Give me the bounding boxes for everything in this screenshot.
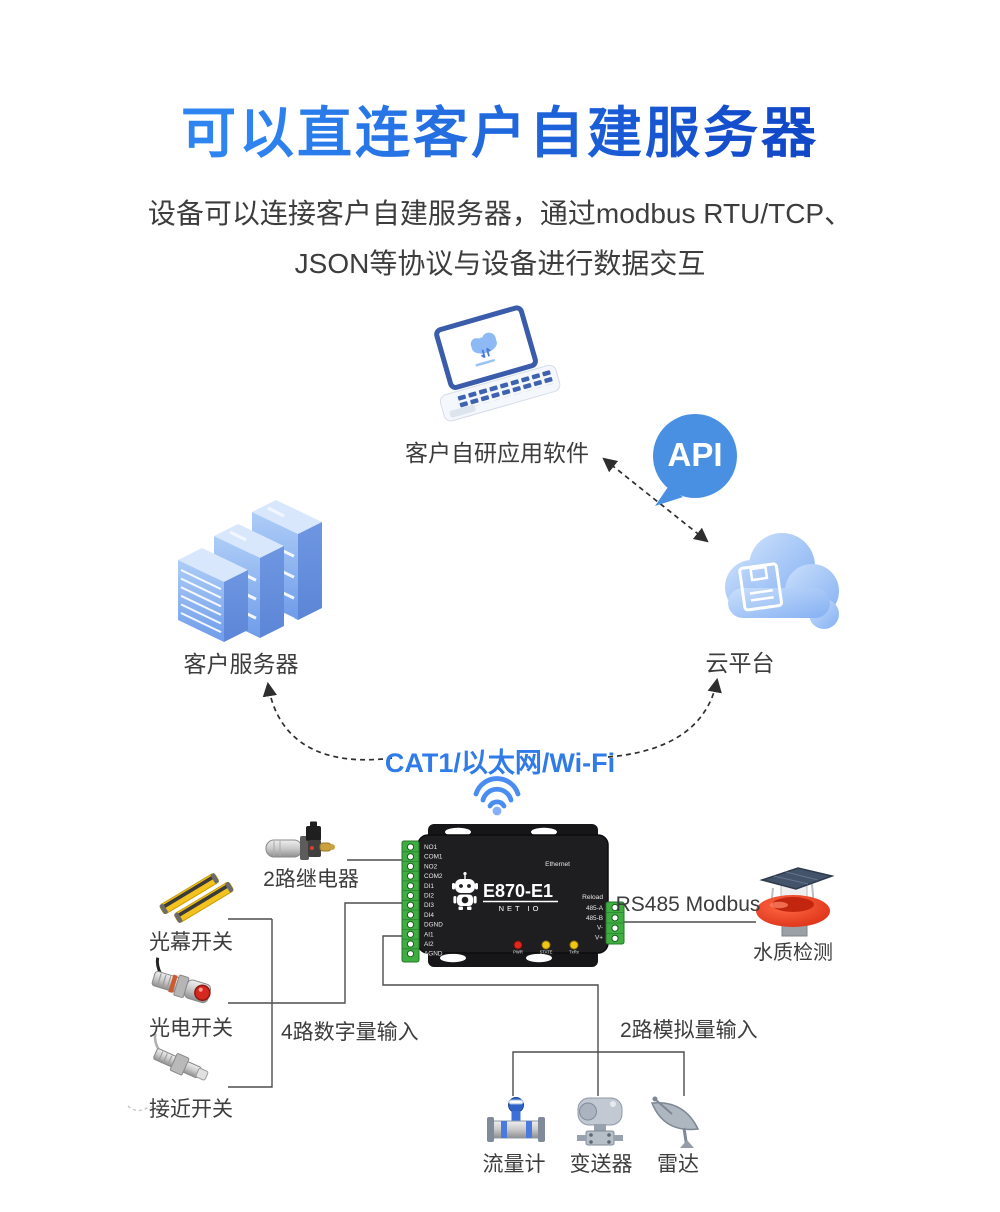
api-bubble <box>653 414 737 506</box>
light-curtain-label: 光幕开关 <box>149 931 233 954</box>
customer-server-label: 客户服务器 <box>183 651 299 677</box>
light-curtain-icon <box>159 873 234 923</box>
pin-label: V+ <box>595 934 603 941</box>
line-digital-bus <box>228 902 402 1004</box>
line-analog <box>382 935 599 1052</box>
water-quality-label: 水质检测 <box>753 942 833 964</box>
pin-label: NO2 <box>424 863 438 870</box>
cloud-platform-label: 云平台 <box>705 650 775 676</box>
device-model: E870-E1 <box>483 881 553 901</box>
led-label: TxRx <box>569 950 580 955</box>
wifi-icon <box>473 776 521 816</box>
gateway-device: NO1 COM1 NO2 COM2 DI1 DI2 DI3 DI4 DGND A… <box>401 824 625 967</box>
pin-label: NO1 <box>424 844 438 851</box>
uplink-label: CAT1/以太网/Wi-Fi <box>384 748 616 778</box>
pin-label: DI1 <box>424 883 434 890</box>
decoration-squiggle <box>127 1105 161 1112</box>
relay-icon <box>265 821 335 860</box>
floppy-icon <box>738 562 783 612</box>
left-terminal-block <box>401 840 420 963</box>
pin-label: DI4 <box>424 912 434 919</box>
api-label: API <box>667 436 723 473</box>
arrow-link-to-server <box>262 681 393 761</box>
ethernet-label: Ethernet <box>545 861 570 868</box>
connector-lines <box>228 859 756 1096</box>
transmitter-label: 变送器 <box>569 1153 633 1176</box>
pin-label: AI1 <box>424 931 434 938</box>
arrow-app-cloud <box>602 457 709 543</box>
pin-label: AI2 <box>424 941 434 948</box>
app-software-label: 客户自研应用软件 <box>405 440 589 466</box>
subtitle-line-2: JSON等协议与设备进行数据交互 <box>294 248 706 279</box>
left-pin-labels: NO1 COM1 NO2 COM2 DI1 DI2 DI3 DI4 DGND A… <box>424 844 443 958</box>
analog-input-label: 2路模拟量输入 <box>620 1019 758 1042</box>
server-tower <box>178 548 248 642</box>
right-pin-labels: 485-A 485-B V- V+ <box>586 905 604 941</box>
page-title: 可以直连客户自建服务器 <box>181 88 819 168</box>
radar-label: 雷达 <box>657 1153 699 1176</box>
pin-label: 485-A <box>586 905 604 912</box>
pin-label: DGND <box>424 922 443 929</box>
pin-label: AGND <box>424 951 443 958</box>
transmitter-icon <box>577 1097 623 1146</box>
cloud-sync-glyph <box>470 332 497 367</box>
relay-label: 2路继电器 <box>263 868 359 891</box>
subtitle-line-1: 设备可以连接客户自建服务器，通过modbus RTU/TCP、 <box>147 198 853 229</box>
pin-label: V- <box>597 925 603 932</box>
arrow-link-to-cloud <box>607 677 722 758</box>
right-terminal-block <box>605 901 625 945</box>
pin-label: COM2 <box>424 873 443 880</box>
device-series: NET IO <box>499 904 542 913</box>
cloud-icon <box>725 533 839 629</box>
curtain-bar <box>159 873 219 915</box>
photoelectric-label: 光电开关 <box>149 1017 233 1040</box>
proximity-sensor-icon <box>153 1033 209 1081</box>
curtain-bar <box>174 881 234 923</box>
reload-label: Reload <box>582 894 603 901</box>
server-stack-icon <box>178 500 322 642</box>
pin-label: COM1 <box>424 854 443 861</box>
flow-meter-label: 流量计 <box>482 1153 546 1176</box>
line-sensor-bus <box>228 919 273 1088</box>
photoelectric-sensor-icon <box>151 957 212 1004</box>
led-label: STATE <box>540 950 553 955</box>
line-analog-distribution <box>512 1051 685 1096</box>
water-quality-buoy-icon <box>756 867 835 937</box>
status-leds: PWR STATE TxRx <box>513 940 580 955</box>
pin-label: DI2 <box>424 893 434 900</box>
pin-label: 485-B <box>586 915 603 922</box>
pin-label: DI3 <box>424 902 434 909</box>
digital-input-label: 4路数字量输入 <box>281 1021 419 1044</box>
radar-icon <box>650 1096 700 1149</box>
led-label: PWR <box>513 950 523 955</box>
rs485-label: RS485 Modbus <box>615 893 761 916</box>
dashed-arrows <box>262 457 722 761</box>
proximity-label: 接近开关 <box>149 1098 233 1121</box>
flow-meter-icon <box>487 1097 545 1142</box>
laptop-icon <box>434 305 561 422</box>
robot-logo-icon <box>452 872 478 910</box>
